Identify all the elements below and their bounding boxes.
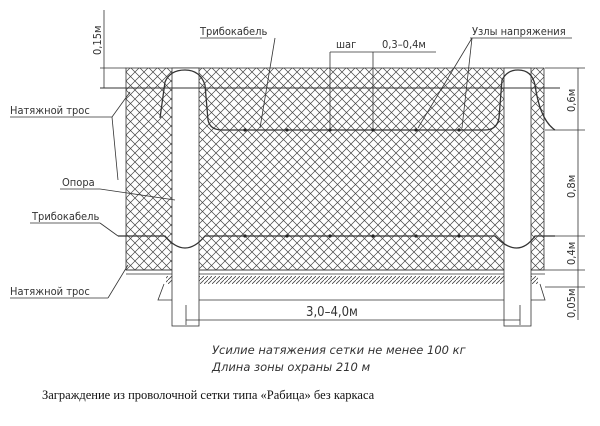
label-support: Опора <box>62 176 95 189</box>
note-tension: Усилие натяжения сетки не менее 100 кг <box>212 343 467 357</box>
caption: Заграждение из проволочной сетки типа «Р… <box>42 388 375 402</box>
dim-0-4: 0,4м <box>565 242 578 265</box>
right-post <box>503 67 532 327</box>
label-tribocable-top: Трибокабель <box>199 25 267 38</box>
ground-hatch <box>166 276 538 284</box>
dim-0-05: 0,05м <box>565 289 578 319</box>
label-tension-cable-top: Натяжной трос <box>10 104 90 117</box>
span-label: 3,0–4,0м <box>306 305 358 320</box>
label-tribocable-left: Трибокабель <box>31 210 99 223</box>
dim-0-8: 0,8м <box>565 175 578 198</box>
label-step: шаг <box>336 38 356 51</box>
label-tension-cable-bottom: Натяжной трос <box>10 285 90 298</box>
note-length: Длина зоны охраны 210 м <box>211 360 370 374</box>
dim-0-6: 0,6м <box>565 89 578 112</box>
left-post <box>171 67 200 327</box>
label-step-value: 0,3–0,4м <box>382 38 426 51</box>
label-tension-nodes: Узлы напряжения <box>472 25 566 38</box>
tension-nodes <box>243 128 461 238</box>
dim-0-15: 0,15м <box>91 26 104 56</box>
bottom-tribocable <box>118 235 555 249</box>
top-tribocable <box>159 69 556 131</box>
